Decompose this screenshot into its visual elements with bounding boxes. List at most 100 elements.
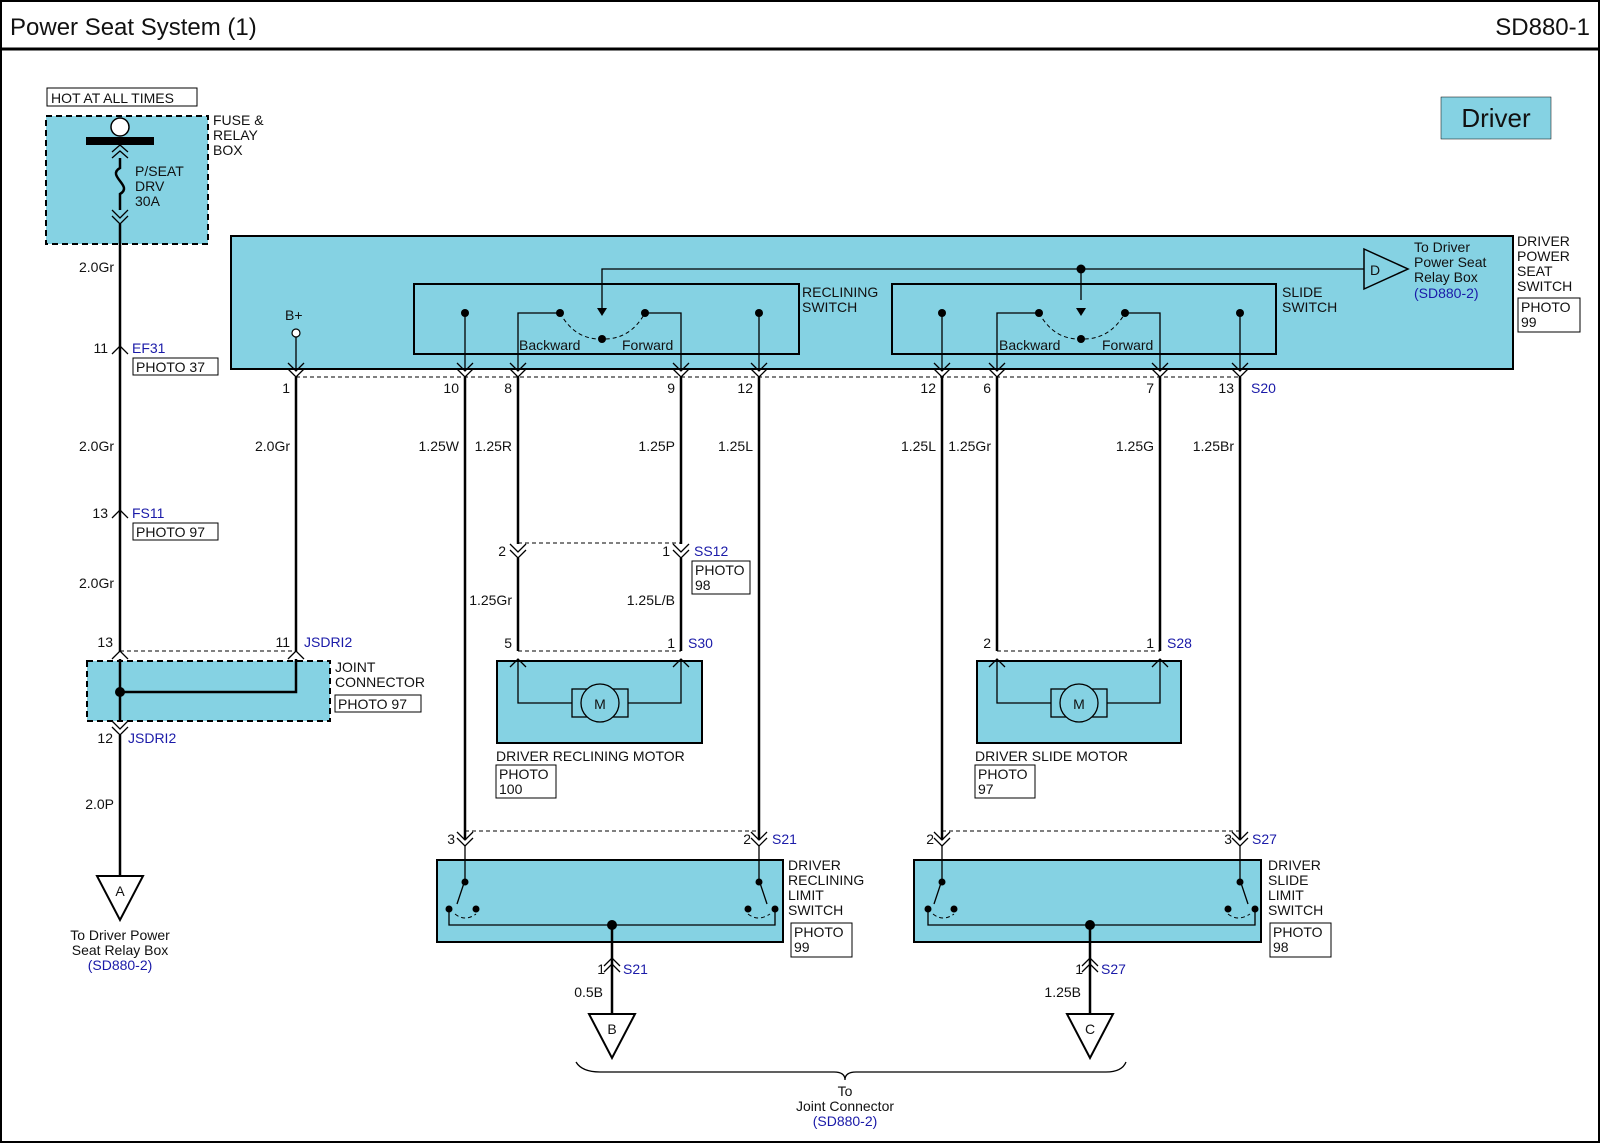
ss12-pin-symbol	[672, 543, 690, 559]
s20-pin-7: 7	[1146, 380, 1154, 396]
joint-photo-box	[334, 694, 422, 713]
switch-label-line4: SWITCH	[1517, 278, 1572, 294]
reclining-arrow-head	[597, 308, 607, 316]
recline-limit-dot	[472, 905, 480, 913]
switch-photo-line2: 99	[1521, 314, 1537, 330]
slide-arrow-head	[1076, 308, 1086, 316]
recline-limit-pin-left: 3	[447, 831, 455, 847]
reclining-switch-box	[413, 283, 800, 355]
fuse-bus-terminal	[110, 117, 130, 137]
slide-limit-bottom-symbol	[1081, 957, 1099, 973]
recline-motor-photo-box	[495, 764, 557, 799]
reclining-outer-wires	[464, 313, 760, 369]
s20-pin-9: 9	[667, 380, 675, 396]
recline-limit-photo-line1: PHOTO	[794, 924, 844, 940]
bplus-label: B+	[285, 307, 303, 323]
fuse-label-line3: 30A	[135, 193, 161, 209]
driver-badge-label: Driver	[1461, 103, 1531, 133]
slide-motor-id: S28	[1167, 635, 1192, 651]
recline-limit-arcs	[454, 913, 771, 919]
recline-limit-dot	[744, 905, 752, 913]
joint-splice-dot	[115, 687, 125, 697]
slide-limit-label-line2: SLIDE	[1268, 872, 1308, 888]
ss12-pin-right: 1	[662, 543, 670, 559]
recline-motor-pin-left: 5	[504, 635, 512, 651]
fuse-top-connector	[111, 144, 129, 159]
slide-motor-photo-box	[974, 764, 1036, 799]
slide-limit-id: S27	[1252, 831, 1277, 847]
joint-pin-right: 11	[275, 634, 290, 650]
recline-limit-photo-line2: 99	[794, 939, 810, 955]
hot-at-all-times-label: HOT AT ALL TIMES	[51, 90, 174, 106]
diagram-code: SD880-1	[1495, 14, 1590, 41]
recline-limit-bottom-wire: 0.5B	[574, 984, 603, 1000]
to-relay-label-line2: Power Seat	[1414, 254, 1486, 270]
switch-photo-box	[1517, 297, 1581, 333]
recline-limit-label-line3: LIMIT	[788, 887, 824, 903]
left-wire-gauge-mid: 2.0Gr	[79, 438, 114, 454]
terminal-a-label-line2: Seat Relay Box	[72, 942, 169, 958]
terminal-d-letter: D	[1370, 262, 1380, 278]
wire-gauge-pin1: 2.0Gr	[255, 438, 290, 454]
slide-switch-contacts	[938, 308, 1244, 369]
s20-pin-6: 6	[983, 380, 991, 396]
recline-motor-id: S30	[688, 635, 713, 651]
ss12-pin-symbol	[509, 543, 527, 559]
slide-backward-label: Backward	[999, 337, 1060, 353]
slide-limit-box	[913, 859, 1262, 943]
slide-switch-label-line2: SWITCH	[1282, 299, 1337, 315]
reclining-forward-label: Forward	[622, 337, 673, 353]
joint-footer-label-line2: Joint Connector	[796, 1098, 894, 1114]
wire-gauge-pin13: 1.25Br	[1193, 438, 1235, 454]
terminal-a-ref: (SD880-2)	[88, 957, 153, 973]
wire-gauge-pin10: 1.25W	[419, 438, 460, 454]
ss12-wire-left: 1.25Gr	[469, 592, 512, 608]
slide-limit-photo-line2: 98	[1273, 939, 1289, 955]
wire-gauge-pin9: 1.25P	[638, 438, 675, 454]
ss12-wire-right: 1.25L/B	[627, 592, 675, 608]
recline-motor-icon	[580, 683, 620, 723]
slide-motor-label: DRIVER SLIDE MOTOR	[975, 748, 1128, 764]
s20-id: S20	[1251, 380, 1276, 396]
recline-limit-label-line4: SWITCH	[788, 902, 843, 918]
power-seat-switch-box	[230, 235, 1514, 370]
joint-pin13-symbol	[111, 650, 129, 660]
reclining-switch-contacts	[461, 300, 763, 369]
left-wire-gauge-top: 2.0Gr	[79, 259, 114, 275]
slide-limit-arcs	[932, 913, 1251, 919]
reclining-switch-label-line1: RECLINING	[802, 284, 878, 300]
reclining-backward-label: Backward	[519, 337, 580, 353]
page-title: Power Seat System (1)	[10, 14, 257, 41]
joint-footer-brace	[575, 1061, 1127, 1081]
recline-limit-label-line1: DRIVER	[788, 857, 841, 873]
terminal-c-letter: C	[1085, 1021, 1095, 1037]
ef31-connector-symbol	[111, 345, 129, 355]
s20-pin-12a: 12	[737, 380, 753, 396]
hot-at-all-times-box	[46, 87, 198, 107]
slide-limit-dot	[938, 878, 946, 886]
recline-limit-bottom-pin: 1	[597, 961, 605, 977]
ef31-photo: PHOTO 37	[136, 359, 205, 375]
slide-limit-bottom-wire: 1.25B	[1044, 984, 1081, 1000]
slide-limit-photo-line1: PHOTO	[1273, 924, 1323, 940]
fuse-label-line2: DRV	[135, 178, 165, 194]
recline-limit-bottom-id: S21	[623, 961, 648, 977]
switch-label-line2: POWER	[1517, 248, 1570, 264]
joint-label-line2: CONNECTOR	[335, 674, 425, 690]
recline-limit-photo-box	[790, 922, 853, 958]
slide-motor-photo-line1: PHOTO	[978, 766, 1028, 782]
ef31-photo-box	[132, 357, 219, 376]
fuse-box-label-line1: FUSE &	[213, 112, 264, 128]
fs11-photo-box	[132, 522, 219, 541]
jsdri2-bottom-symbol	[111, 720, 129, 736]
to-relay-ref: (SD880-2)	[1414, 285, 1479, 301]
to-relay-label-line3: Relay Box	[1414, 269, 1478, 285]
recline-motor-wires	[517, 659, 682, 704]
recline-limit-pin-right: 2	[743, 831, 751, 847]
terminal-b-letter: B	[607, 1021, 616, 1037]
slide-motor-icon	[1059, 683, 1099, 723]
fs11-id: FS11	[132, 505, 165, 521]
joint-photo: PHOTO 97	[338, 696, 407, 712]
ss12-pin-left: 2	[498, 543, 506, 559]
